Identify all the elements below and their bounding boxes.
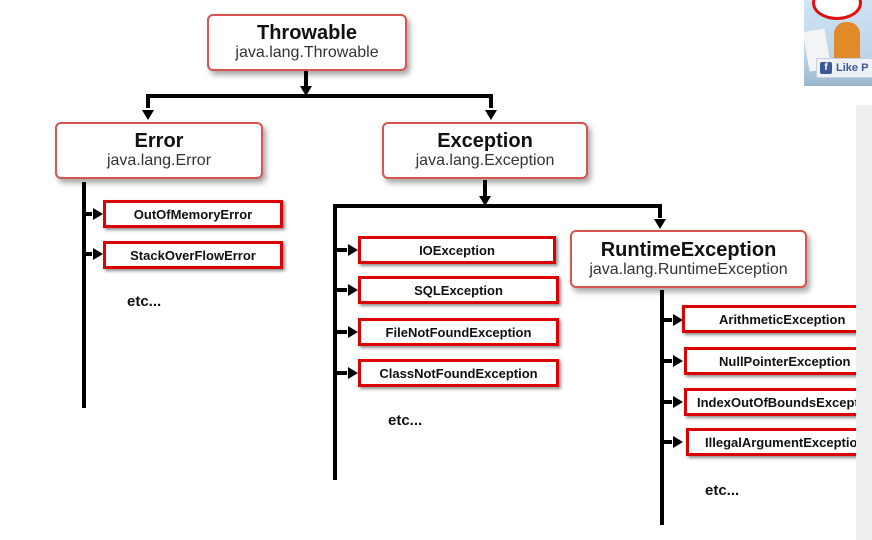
exception-etc-label: etc... xyxy=(388,412,423,429)
throwable-subtitle: java.lang.Throwable xyxy=(235,44,379,61)
runtime-child-null-pointer: NullPointerException xyxy=(684,347,872,375)
runtime-child-arithmetic: ArithmeticException xyxy=(682,305,872,333)
runtime-child-arrow xyxy=(673,436,683,448)
error-node: Error java.lang.Error xyxy=(55,122,263,179)
to-exception-arrow xyxy=(485,110,497,120)
error-child-arrow xyxy=(93,208,103,220)
runtime-child-arrow xyxy=(673,355,683,367)
like-label: Like P xyxy=(836,62,869,74)
page-scroll-gutter xyxy=(856,105,872,540)
error-child-stack-overflow: StackOverFlowError xyxy=(103,241,283,269)
exception-child-arrow xyxy=(348,367,358,379)
runtime-exception-node: RuntimeException java.lang.RuntimeExcept… xyxy=(570,230,807,288)
exception-child-sql: SQLException xyxy=(358,276,559,304)
exception-child-file-not-found: FileNotFoundException xyxy=(358,318,559,346)
error-subtitle: java.lang.Error xyxy=(106,152,212,169)
error-child-arrow xyxy=(93,248,103,260)
to-error-arrow xyxy=(142,110,154,120)
exception-stem-arrow xyxy=(479,196,491,206)
exception-child-arrow xyxy=(348,326,358,338)
runtime-child-index-out-of-bounds: IndexOutOfBoundsException xyxy=(684,388,872,416)
exception-subtitle: java.lang.Exception xyxy=(415,152,555,169)
logo-ring-icon xyxy=(812,0,862,20)
runtime-child-illegal-argument: IllegalArgumentException xyxy=(686,428,872,456)
error-etc-label: etc... xyxy=(127,293,162,310)
runtime-child-arrow xyxy=(673,314,683,326)
runtime-etc-label: etc... xyxy=(705,482,740,499)
error-child-out-of-memory: OutOfMemoryError xyxy=(103,200,283,228)
exception-child-arrow xyxy=(348,244,358,256)
exception-child-class-not-found: ClassNotFoundException xyxy=(358,359,559,387)
exception-child-arrow xyxy=(348,284,358,296)
error-title: Error xyxy=(134,130,184,152)
to-runtime-arrow xyxy=(654,219,666,229)
runtime-exception-title: RuntimeException xyxy=(600,239,777,261)
throwable-stem-arrow xyxy=(300,86,312,96)
exception-node: Exception java.lang.Exception xyxy=(382,122,588,179)
runtime-child-arrow xyxy=(673,396,683,408)
facebook-icon: f xyxy=(820,62,832,74)
exception-title: Exception xyxy=(437,130,533,152)
runtime-exception-subtitle: java.lang.RuntimeException xyxy=(589,261,788,278)
throwable-node: Throwable java.lang.Throwable xyxy=(207,14,407,71)
facebook-like-button[interactable]: f Like P xyxy=(816,58,872,78)
exception-child-io: IOException xyxy=(358,236,556,264)
throwable-title: Throwable xyxy=(256,22,357,44)
